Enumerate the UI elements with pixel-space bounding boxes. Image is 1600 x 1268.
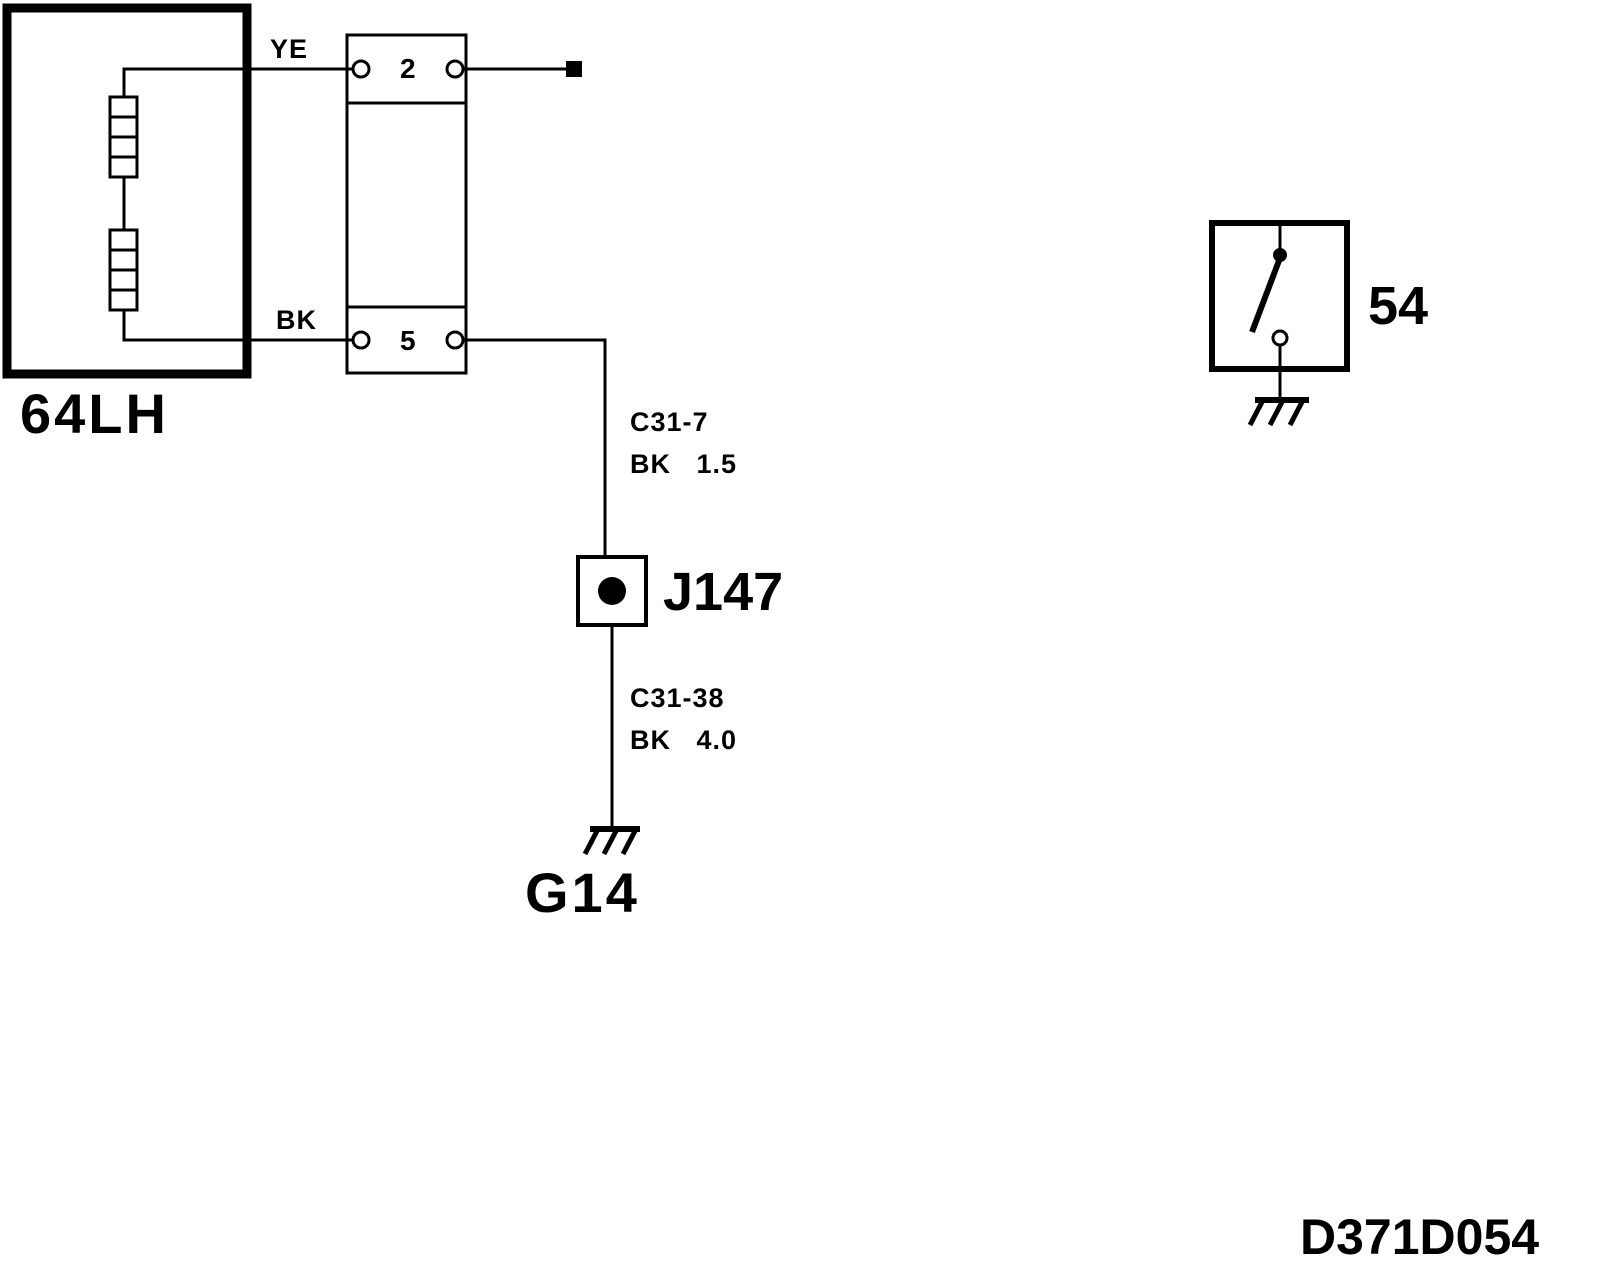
pin-circle: [445, 59, 465, 79]
ground-symbol: [582, 826, 640, 856]
drawing-code: D371D054: [1300, 1209, 1539, 1265]
wire-c31-7: [463, 338, 607, 557]
pin-circle: [351, 59, 371, 79]
wire-bk: [122, 310, 352, 342]
splice-label: J147: [663, 562, 783, 622]
wire-color-bk: BK: [276, 305, 317, 335]
switch-54: 54: [1209, 220, 1428, 399]
wire-ye: [122, 67, 352, 97]
wire-circuit-c31-7: C31-7: [630, 407, 709, 437]
switch-lever: [1249, 256, 1283, 334]
splice-dot: [598, 577, 626, 605]
wire-spec-c31-38: BK 4.0: [630, 725, 737, 755]
connector-block: 2 5: [345, 33, 468, 375]
heater-box: [2, 3, 252, 379]
pin-number-bottom: 5: [400, 325, 416, 356]
wire-terminal-square: [566, 61, 582, 77]
wire-circuit-c31-38: C31-38: [630, 683, 725, 713]
switch-contact: [1273, 248, 1287, 262]
heater-element-upper: [108, 95, 139, 179]
connector-body: [345, 33, 468, 375]
switch-contact-open: [1271, 329, 1289, 347]
wire-spec-c31-7: BK 1.5: [630, 449, 737, 479]
heater-component: 64LH YE BK: [2, 3, 352, 445]
splice-j147: J147: [576, 555, 783, 627]
pin-circle: [445, 330, 465, 350]
heater-label: 64LH: [20, 382, 169, 445]
pin-circle: [351, 330, 371, 350]
heater-element-lower: [108, 228, 139, 312]
ground-label: G14: [525, 861, 640, 924]
wire-color-ye: YE: [270, 34, 308, 64]
ground-symbol: [1247, 397, 1309, 427]
switch-label: 54: [1368, 276, 1428, 336]
pin-number-top: 2: [400, 53, 416, 84]
